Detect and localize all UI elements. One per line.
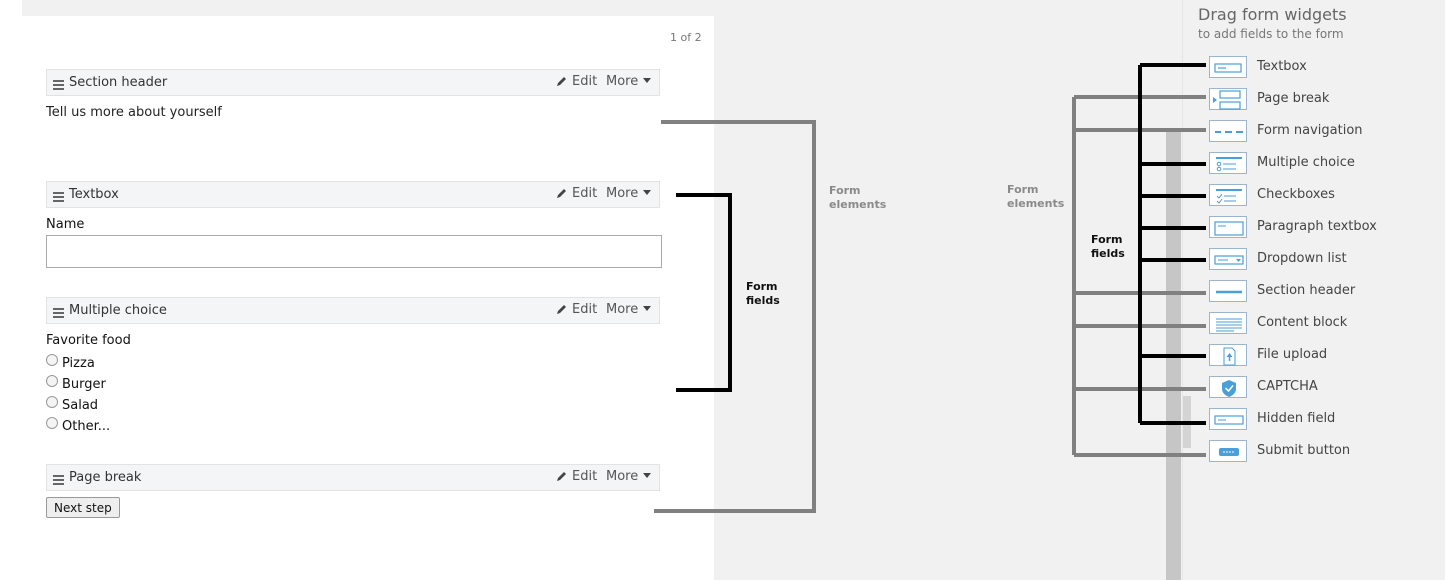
paragraph-textbox-icon xyxy=(1209,216,1247,238)
submit-button-icon xyxy=(1209,440,1247,462)
radio-option[interactable]: Burger xyxy=(46,375,106,392)
left-edge-strip xyxy=(0,0,22,580)
name-input[interactable] xyxy=(46,235,662,268)
more-dropdown[interactable]: More xyxy=(606,186,652,201)
palette-subtitle: to add fields to the form xyxy=(1198,27,1344,41)
pencil-icon xyxy=(557,305,566,314)
radio-button[interactable] xyxy=(46,396,58,408)
edit-button[interactable]: Edit xyxy=(556,74,597,89)
file-upload-icon xyxy=(1209,344,1247,366)
multiple-choice-icon xyxy=(1209,152,1247,174)
captcha-icon xyxy=(1209,376,1247,398)
next-step-button[interactable]: Next step xyxy=(46,497,120,518)
pencil-icon xyxy=(557,472,566,481)
field-bar-multiple-choice[interactable]: Multiple choice Edit More xyxy=(46,297,660,324)
caret-down-icon xyxy=(643,306,652,311)
drag-handle-icon[interactable] xyxy=(53,308,64,320)
left-fields-bracket xyxy=(676,193,732,392)
radio-button[interactable] xyxy=(46,354,58,366)
field-title: Page break xyxy=(69,470,142,485)
section-header-icon xyxy=(1209,280,1247,302)
caret-down-icon xyxy=(643,78,652,83)
palette-title: Drag form widgets xyxy=(1198,5,1347,24)
drag-handle-icon[interactable] xyxy=(53,80,64,92)
pencil-icon xyxy=(557,189,566,198)
caret-down-icon xyxy=(643,473,652,478)
more-dropdown[interactable]: More xyxy=(606,74,652,89)
name-label: Name xyxy=(46,217,85,232)
pencil-icon xyxy=(557,77,566,86)
page-indicator: 1 of 2 xyxy=(670,31,702,44)
checkboxes-icon xyxy=(1209,184,1247,206)
hidden-field-icon xyxy=(1209,408,1247,430)
form-navigation-icon xyxy=(1209,120,1247,142)
field-title: Textbox xyxy=(69,187,119,202)
field-title: Multiple choice xyxy=(69,303,167,318)
field-title: Section header xyxy=(69,75,168,90)
edit-button[interactable]: Edit xyxy=(556,302,597,317)
field-bar-page-break[interactable]: Page break Edit More xyxy=(46,464,660,491)
field-bar-textbox[interactable]: Textbox Edit More xyxy=(46,181,660,208)
radio-button[interactable] xyxy=(46,375,58,387)
more-dropdown[interactable]: More xyxy=(606,302,652,317)
radio-option[interactable]: Pizza xyxy=(46,354,95,371)
right-fields-connectors xyxy=(1138,63,1206,425)
drag-handle-icon[interactable] xyxy=(53,192,64,204)
edit-button[interactable]: Edit xyxy=(556,186,597,201)
more-dropdown[interactable]: More xyxy=(606,469,652,484)
radio-button[interactable] xyxy=(46,417,58,429)
radio-option[interactable]: Salad xyxy=(46,396,98,413)
field-bar-section-header[interactable]: Section header Edit More xyxy=(46,69,660,96)
page-break-icon xyxy=(1209,88,1247,110)
edit-button[interactable]: Edit xyxy=(556,469,597,484)
left-elements-bracket xyxy=(654,120,816,513)
dropdown-list-icon xyxy=(1209,248,1247,270)
favorite-food-label: Favorite food xyxy=(46,333,131,348)
section-header-text: Tell us more about yourself xyxy=(46,105,222,120)
radio-option[interactable]: Other... xyxy=(46,417,110,434)
caret-down-icon xyxy=(643,190,652,195)
drag-handle-icon[interactable] xyxy=(53,475,64,487)
textbox-icon xyxy=(1209,56,1247,78)
content-block-icon xyxy=(1209,312,1247,334)
